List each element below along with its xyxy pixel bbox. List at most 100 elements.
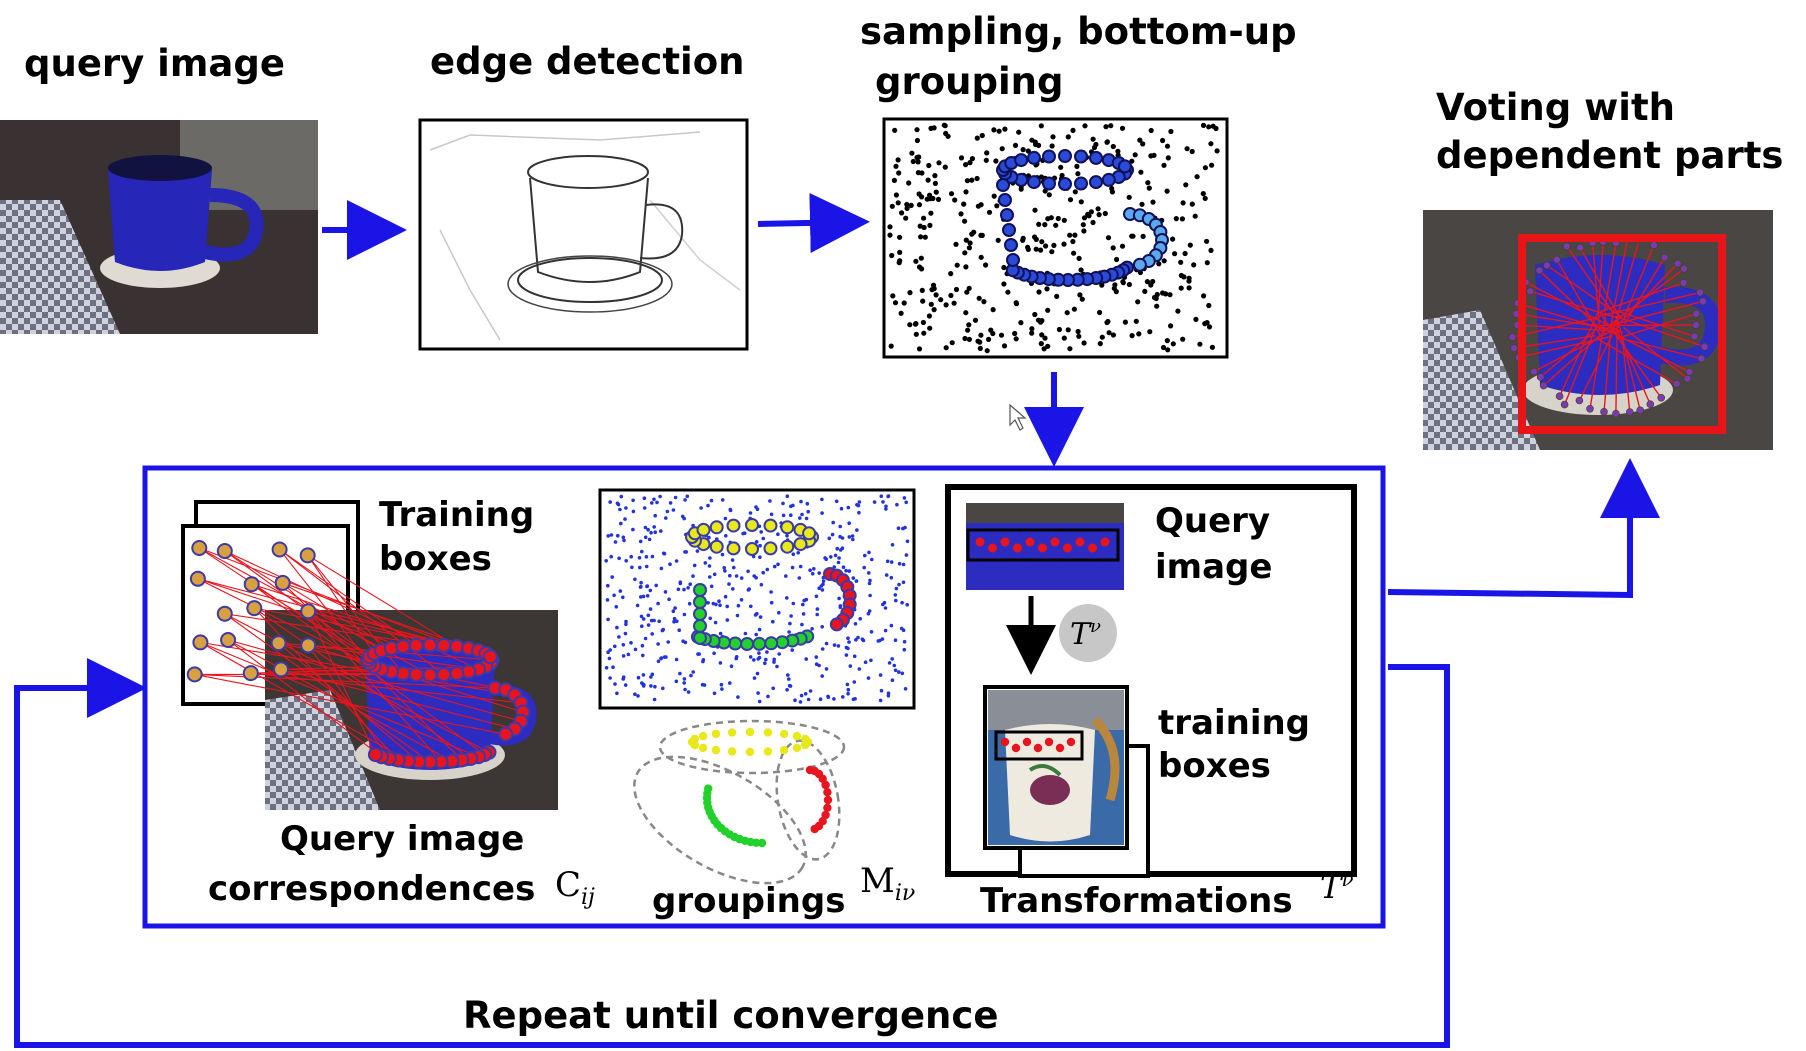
repeat-label: Repeat until convergence: [463, 994, 998, 1037]
sample-dot: [996, 128, 1002, 134]
sample-dot: [976, 295, 982, 301]
group-background-dot: [749, 604, 753, 609]
group-background-dot: [904, 553, 909, 557]
group-dot: [1027, 175, 1041, 190]
sample-dot: [1044, 286, 1050, 292]
group-background-dot: [858, 617, 862, 621]
training-point: [271, 541, 288, 558]
query-point: [408, 637, 424, 653]
sample-dot: [958, 211, 964, 217]
group-background-dot: [868, 593, 872, 598]
group-background-dot: [640, 549, 644, 554]
vote-ray: [1603, 242, 1617, 312]
sample-dot: [1048, 215, 1054, 221]
group-background-dot: [846, 687, 851, 692]
group-dot: [1074, 149, 1088, 164]
group-background-dot: [661, 551, 666, 556]
sketch-yellow: [727, 728, 737, 737]
group-background-dot: [652, 525, 656, 529]
group-background-dot: [652, 497, 656, 502]
sample-dot: [942, 164, 948, 170]
sample-dot: [1202, 195, 1208, 201]
sample-dot: [1058, 164, 1064, 170]
group-background-dot: [707, 564, 712, 568]
group-background-dot: [838, 524, 842, 529]
sample-dot: [1025, 244, 1031, 250]
sample-dot: [1051, 242, 1057, 248]
sample-dot: [1038, 123, 1044, 129]
group-background-dot: [723, 569, 727, 573]
sample-dot: [1192, 213, 1198, 219]
sample-dot: [1132, 152, 1138, 158]
vote-ray: [1616, 336, 1702, 360]
training-crop-points: [1000, 737, 1076, 753]
vote-ray: [1513, 334, 1596, 349]
vote-ray: [1618, 313, 1697, 339]
group-background-dot: [820, 625, 824, 629]
group-background-dot: [639, 584, 643, 589]
group-background-dot: [901, 526, 905, 531]
sample-dot: [1133, 318, 1139, 324]
group-background-dot: [821, 579, 826, 583]
sample-dot: [1129, 333, 1135, 339]
group-background-dot: [728, 573, 732, 578]
sketch-red: [823, 803, 832, 812]
group-background-dot: [686, 586, 690, 590]
sampling-panel: [882, 117, 1229, 359]
group-background-dot: [621, 643, 626, 647]
sample-dot: [963, 310, 969, 316]
vote-ray: [1566, 246, 1614, 313]
group-background-dot: [838, 534, 842, 539]
sample-dot: [1156, 261, 1162, 267]
group-background-dot: [879, 494, 884, 499]
group-point-body: [740, 637, 755, 651]
sketch-green: [704, 784, 713, 793]
sample-dot: [1097, 341, 1103, 347]
group-background-dot: [754, 575, 758, 580]
vote-ray: [1608, 268, 1685, 326]
sample-dot: [1139, 201, 1145, 207]
vote-point: [1690, 332, 1699, 341]
group-background-dot: [656, 659, 661, 664]
vote-ray: [1600, 282, 1684, 313]
group-background-dot: [892, 663, 897, 668]
group-background-dot: [905, 539, 910, 544]
group-point-top: [696, 522, 711, 537]
group-dot: [1004, 238, 1018, 252]
group-background-dot: [796, 551, 800, 555]
sample-dot: [1154, 303, 1160, 309]
sample-dot: [1200, 191, 1206, 197]
sketch-yellow: [801, 734, 810, 744]
sample-dot: [912, 321, 919, 327]
vote-ray: [1517, 324, 1622, 333]
sample-dot: [928, 301, 934, 307]
correspondence-line: [194, 673, 506, 735]
sample-dot: [1013, 336, 1019, 342]
group-background-dot: [624, 619, 628, 624]
group-background-dot: [895, 502, 899, 507]
sketch-yellow: [727, 747, 737, 756]
group-background-dot: [621, 595, 625, 600]
vote-ray: [1525, 281, 1624, 334]
group-background-dot: [644, 555, 649, 559]
group-background-dot: [659, 656, 663, 661]
sample-dot: [1039, 318, 1045, 324]
sample-dot: [1140, 233, 1146, 239]
group-background-dot: [663, 590, 668, 594]
sample-dot: [1079, 296, 1085, 302]
group-point-body: [693, 631, 707, 645]
group-background-dot: [618, 589, 623, 593]
group-background-dot: [876, 639, 881, 643]
sample-dot: [963, 237, 969, 243]
sample-dot: [977, 345, 983, 351]
group-background-dot: [758, 543, 762, 548]
query-crop-point: [1075, 537, 1085, 547]
sample-dot: [1202, 321, 1208, 327]
sample-dot: [889, 203, 895, 209]
sample-dot: [920, 319, 927, 326]
group-background-dot: [878, 673, 883, 677]
sample-dot: [1059, 172, 1065, 179]
sample-dot: [1213, 125, 1219, 132]
group-background-dot: [613, 682, 617, 686]
sample-dot: [984, 150, 990, 156]
